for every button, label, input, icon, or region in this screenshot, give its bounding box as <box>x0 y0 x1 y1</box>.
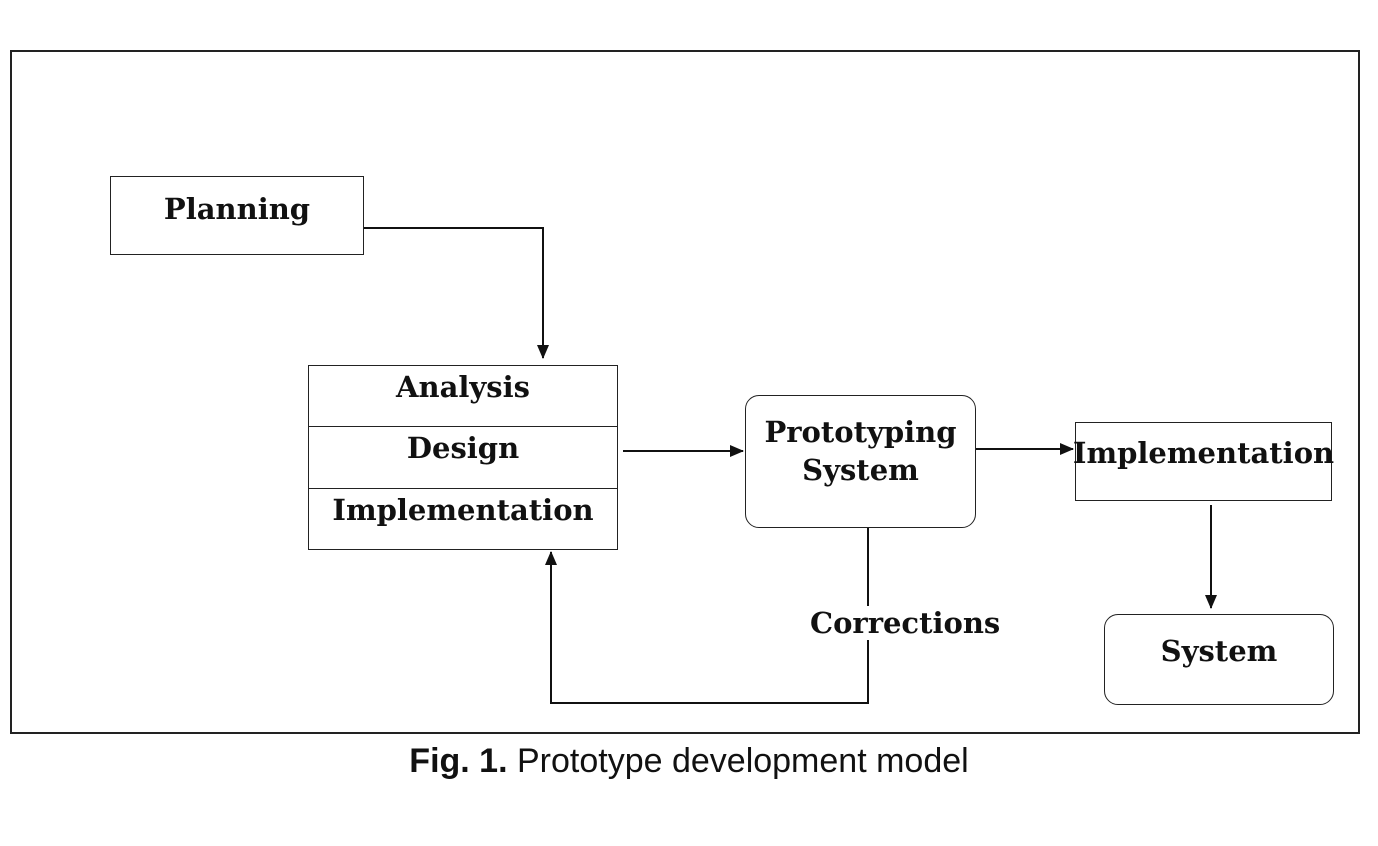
prototyping-label-line1: Prototyping <box>764 415 957 449</box>
figure-number: Fig. 1. <box>409 742 508 780</box>
design-label: Design <box>406 431 520 466</box>
implementation-stage-row: Implementation <box>309 487 617 549</box>
analysis-row: Analysis <box>309 366 617 426</box>
design-row: Design <box>309 426 617 487</box>
implementation-stage-label: Implementation <box>332 492 594 527</box>
implementation-label: Implementation <box>1072 436 1335 470</box>
analysis-design-implementation-stack: Analysis Design Implementation <box>308 365 618 550</box>
planning-label: Planning <box>163 192 311 226</box>
system-label: System <box>1160 634 1278 668</box>
analysis-label: Analysis <box>396 370 530 404</box>
diagram-frame <box>10 50 1360 734</box>
figure-caption: Fig. 1. Prototype development model <box>0 742 1378 781</box>
corrections-label: Corrections <box>806 606 1005 640</box>
planning-box: Planning <box>110 176 364 255</box>
prototyping-label-line2: System <box>802 452 919 487</box>
figure-title: Prototype development model <box>516 742 969 780</box>
implementation-box: Implementation <box>1072 422 1335 501</box>
system-box: System <box>1104 614 1334 705</box>
prototyping-system-box: Prototyping System <box>745 395 976 528</box>
